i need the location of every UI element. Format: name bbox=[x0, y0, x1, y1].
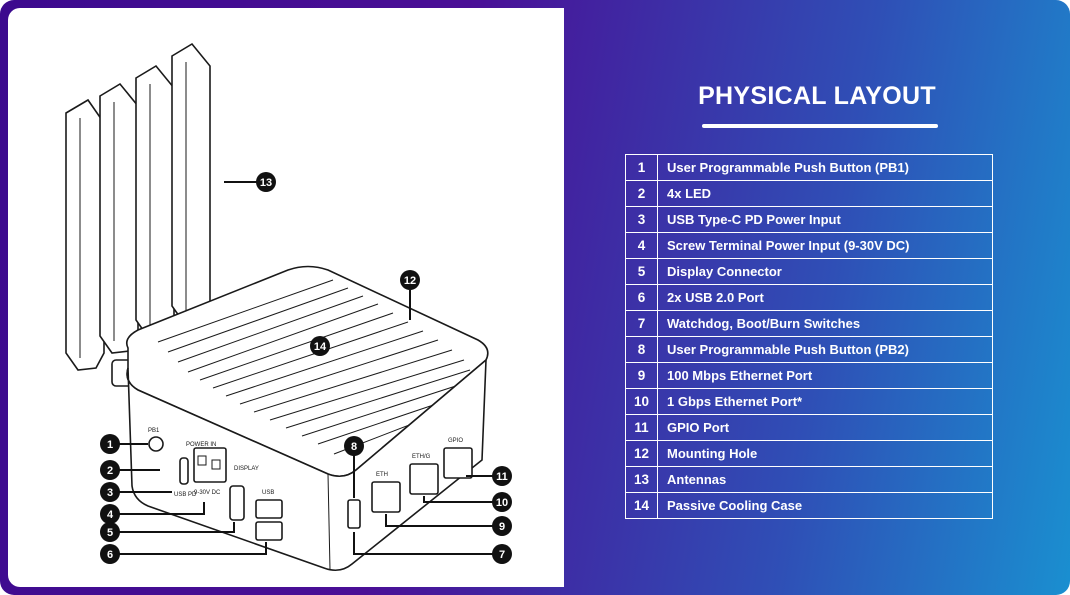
svg-text:6: 6 bbox=[107, 549, 113, 561]
component-number: 6 bbox=[625, 284, 658, 311]
diagram-panel: PB1 USB PD POWER IN 9-30V DC DISPLAY USB… bbox=[8, 8, 564, 587]
dc-range-label: 9-30V DC bbox=[194, 490, 221, 496]
component-label: Mounting Hole bbox=[657, 440, 993, 467]
component-label: Display Connector bbox=[657, 258, 993, 285]
callout-14: 14 bbox=[310, 336, 330, 356]
callout-12: 12 bbox=[400, 270, 420, 290]
svg-text:4: 4 bbox=[107, 509, 114, 521]
component-label: GPIO Port bbox=[657, 414, 993, 441]
callout-9: 9 bbox=[492, 516, 512, 536]
callout-13: 13 bbox=[256, 172, 276, 192]
callout-8: 8 bbox=[344, 436, 364, 456]
passive-cooling-case bbox=[125, 265, 489, 572]
component-label: Passive Cooling Case bbox=[657, 492, 993, 519]
eth-label: ETH bbox=[376, 472, 388, 478]
svg-text:10: 10 bbox=[496, 497, 508, 509]
component-label: Watchdog, Boot/Burn Switches bbox=[657, 310, 993, 337]
component-number: 1 bbox=[625, 154, 658, 181]
callout-4: 4 bbox=[100, 504, 120, 524]
display-label: DISPLAY bbox=[234, 466, 259, 472]
component-number: 7 bbox=[625, 310, 658, 337]
right-face-ports: ETH ETH/G GPIO bbox=[347, 438, 473, 529]
svg-text:12: 12 bbox=[404, 275, 416, 287]
usb-pd-label: USB PD bbox=[174, 492, 197, 498]
component-number: 11 bbox=[625, 414, 658, 441]
svg-text:5: 5 bbox=[107, 527, 113, 539]
component-label: 100 Mbps Ethernet Port bbox=[657, 362, 993, 389]
callout-11: 11 bbox=[492, 466, 512, 486]
component-label: User Programmable Push Button (PB2) bbox=[657, 336, 993, 363]
component-number: 9 bbox=[625, 362, 658, 389]
component-number: 12 bbox=[625, 440, 658, 467]
callout-2: 2 bbox=[100, 460, 120, 480]
component-label: USB Type-C PD Power Input bbox=[657, 206, 993, 233]
pb1-label: PB1 bbox=[148, 428, 160, 434]
component-number: 10 bbox=[625, 388, 658, 415]
component-number: 13 bbox=[625, 466, 658, 493]
component-label: 4x LED bbox=[657, 180, 993, 207]
left-face-ports: PB1 USB PD POWER IN 9-30V DC DISPLAY USB bbox=[148, 428, 283, 541]
svg-text:13: 13 bbox=[260, 177, 272, 189]
svg-text:11: 11 bbox=[496, 471, 508, 483]
svg-text:3: 3 bbox=[107, 487, 113, 499]
svg-text:1: 1 bbox=[107, 439, 113, 451]
antennas bbox=[65, 42, 211, 371]
component-label: Screw Terminal Power Input (9-30V DC) bbox=[657, 232, 993, 259]
component-label: 1 Gbps Ethernet Port* bbox=[657, 388, 993, 415]
svg-text:8: 8 bbox=[351, 441, 357, 453]
component-number: 8 bbox=[625, 336, 658, 363]
svg-text:2: 2 bbox=[107, 465, 113, 477]
device-diagram: PB1 USB PD POWER IN 9-30V DC DISPLAY USB… bbox=[65, 42, 512, 572]
callout-7: 7 bbox=[492, 544, 512, 564]
page-title: PHYSICAL LAYOUT bbox=[698, 82, 936, 110]
svg-text:7: 7 bbox=[499, 549, 505, 561]
component-label: User Programmable Push Button (PB1) bbox=[657, 154, 993, 181]
svg-text:9: 9 bbox=[499, 521, 505, 533]
title-underline bbox=[702, 124, 938, 128]
component-label: 2x USB 2.0 Port bbox=[657, 284, 993, 311]
power-in-label: POWER IN bbox=[186, 442, 216, 448]
callout-3: 3 bbox=[100, 482, 120, 502]
usb-label: USB bbox=[262, 490, 274, 496]
eth-g-label: ETH/G bbox=[412, 454, 431, 460]
leader-lines bbox=[118, 181, 498, 555]
component-number: 4 bbox=[625, 232, 658, 259]
gpio-label: GPIO bbox=[448, 438, 463, 444]
callout-6: 6 bbox=[100, 544, 120, 564]
component-label: Antennas bbox=[657, 466, 993, 493]
component-number: 3 bbox=[625, 206, 658, 233]
callout-1: 1 bbox=[100, 434, 120, 454]
component-number: 2 bbox=[625, 180, 658, 207]
component-number: 5 bbox=[625, 258, 658, 285]
component-number: 14 bbox=[625, 492, 658, 519]
svg-text:14: 14 bbox=[314, 341, 327, 353]
callout-5: 5 bbox=[100, 522, 120, 542]
callout-10: 10 bbox=[492, 492, 512, 512]
